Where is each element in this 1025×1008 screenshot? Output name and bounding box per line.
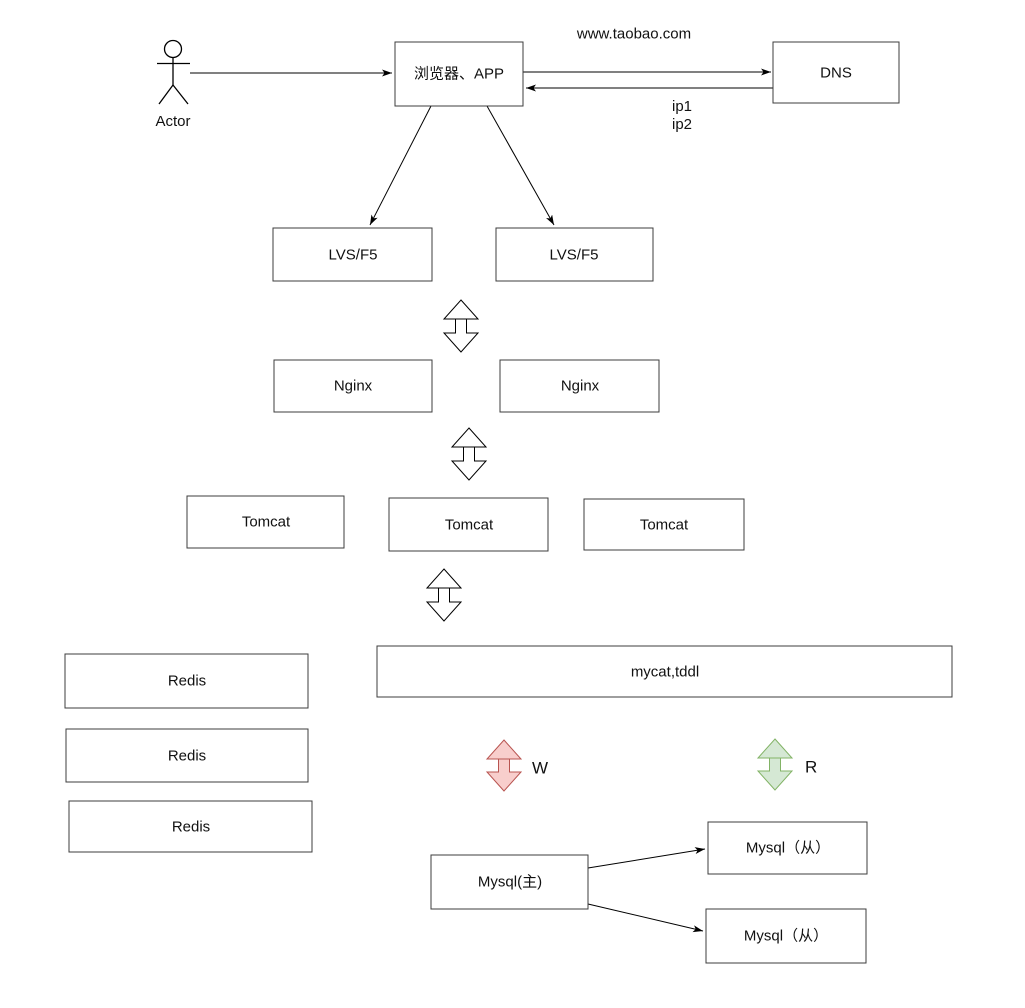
tomcat-node-1: Tomcat <box>186 495 345 549</box>
mysql-slave-top-box <box>707 821 868 875</box>
nginx-node-right: Nginx <box>499 359 660 413</box>
lvs-right-box <box>495 227 654 282</box>
lvs-left-label: LVS/F5 <box>329 247 378 264</box>
edge-master-to-slave-top <box>587 847 706 869</box>
sync-arrow-tomcat-data <box>425 568 463 622</box>
dns-request-label: www.taobao.com <box>576 26 691 43</box>
redis-3-box <box>68 800 313 853</box>
write-flow-label: W <box>532 759 548 778</box>
actor-legs <box>158 84 189 105</box>
redis-1-label: Redis <box>168 673 206 690</box>
edge-client-to-lvs-left <box>369 105 432 226</box>
lvs-node-left: LVS/F5 <box>272 227 433 282</box>
client-label: 浏览器、APP <box>414 66 504 83</box>
down-arrow-icon <box>450 446 488 481</box>
tomcat-1-box <box>186 495 345 549</box>
redis-3-label: Redis <box>172 819 210 836</box>
write-flow-arrow <box>485 739 523 792</box>
write-double-arrow-icon <box>485 758 523 792</box>
nginx-right-box <box>499 359 660 413</box>
client-box <box>394 41 524 107</box>
read-flow-arrow <box>756 738 794 791</box>
sync-arrow-lvs-nginx <box>442 299 480 353</box>
redis-node-2: Redis <box>65 728 309 783</box>
redis-1-box <box>64 653 309 709</box>
mysql-master-node: Mysql(主) <box>430 854 589 910</box>
tomcat-2-box <box>388 497 549 552</box>
dns-node: DNS <box>772 41 900 104</box>
db-middleware-box <box>376 645 953 698</box>
edge-client-to-lvs-right <box>486 105 555 226</box>
actor-label: Actor <box>155 113 190 130</box>
actor-head <box>163 39 183 59</box>
read-flow-label: R <box>805 758 817 777</box>
nginx-right-label: Nginx <box>561 378 600 395</box>
dns-response-ip2: ip2 <box>672 116 692 133</box>
redis-2-box <box>65 728 309 783</box>
dns-box <box>772 41 900 104</box>
lvs-node-right: LVS/F5 <box>495 227 654 282</box>
dns-response-ip1: ip1 <box>672 98 692 115</box>
lvs-right-label: LVS/F5 <box>550 247 599 264</box>
redis-2-label: Redis <box>168 748 206 765</box>
mysql-slave-top-label: Mysql（从） <box>746 840 830 857</box>
nginx-left-label: Nginx <box>334 378 373 395</box>
mysql-master-label: Mysql(主) <box>478 874 542 891</box>
tomcat-1-label: Tomcat <box>242 514 291 531</box>
tomcat-node-2: Tomcat <box>388 497 549 552</box>
mysql-slave-bottom-label: Mysql（从） <box>744 928 828 945</box>
tomcat-3-box <box>583 498 745 551</box>
mysql-slave-node-top: Mysql（从） <box>707 821 868 875</box>
mysql-master-box <box>430 854 589 910</box>
actor-icon <box>157 39 190 105</box>
mysql-slave-node-bottom: Mysql（从） <box>705 908 867 964</box>
nginx-left-box <box>273 359 433 413</box>
edge-master-to-slave-bottom <box>587 903 704 933</box>
actor-node: Actor <box>155 39 191 130</box>
lvs-left-box <box>272 227 433 282</box>
tomcat-node-3: Tomcat <box>583 498 745 551</box>
db-middleware-node: mycat,tddl <box>376 645 953 698</box>
client-node: 浏览器、APP <box>394 41 524 107</box>
tomcat-2-label: Tomcat <box>445 517 494 534</box>
mysql-slave-bottom-box <box>705 908 867 964</box>
redis-node-3: Redis <box>68 800 313 853</box>
redis-node-1: Redis <box>64 653 309 709</box>
db-middleware-label: mycat,tddl <box>631 664 699 681</box>
read-double-arrow-icon <box>756 757 794 791</box>
down-arrow-icon <box>425 587 463 622</box>
sync-arrow-nginx-tomcat <box>450 427 488 481</box>
down-arrow-icon <box>442 318 480 353</box>
dns-label: DNS <box>820 65 852 82</box>
tomcat-3-label: Tomcat <box>640 517 689 534</box>
nginx-node-left: Nginx <box>273 359 433 413</box>
